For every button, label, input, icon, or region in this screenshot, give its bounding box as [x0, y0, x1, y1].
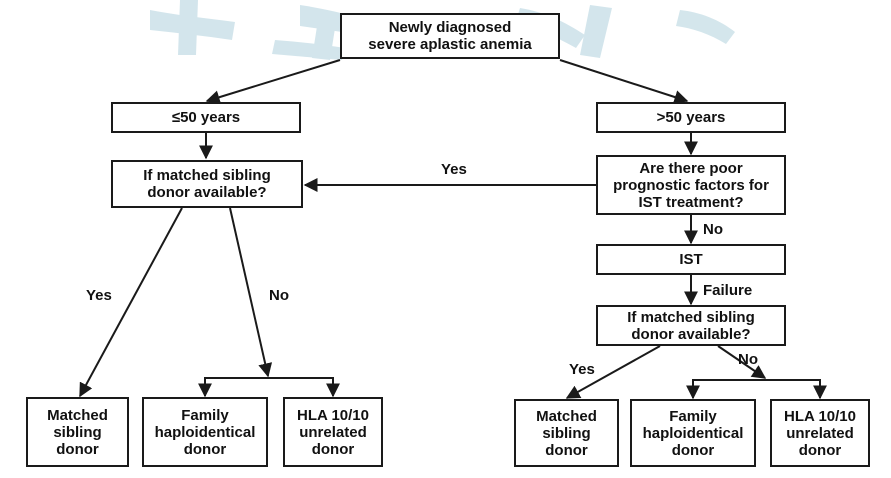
node-poor-prognostic-q-text: Are there poor prognostic factors for IS…	[613, 159, 769, 211]
node-right-unrelated-text: HLA 10/10 unrelated donor	[784, 407, 856, 459]
node-sibling-q-left: If matched sibling donor available?	[111, 160, 303, 208]
label-left-yes: Yes	[86, 287, 112, 304]
label-right-yes: Yes	[569, 361, 595, 378]
node-right-haplo: Family haploidentical donor	[630, 399, 756, 467]
bracket-right	[692, 379, 821, 398]
node-right-haplo-text: Family haploidentical donor	[642, 407, 744, 459]
node-age-le50-text: ≤50 years	[171, 109, 241, 126]
node-left-unrelated: HLA 10/10 unrelated donor	[283, 397, 383, 467]
node-age-gt50-text: >50 years	[656, 109, 726, 126]
edge-root-to-le50	[205, 59, 341, 104]
node-ist-text: IST	[679, 251, 703, 268]
edge-root-to-gt50	[559, 59, 689, 104]
edge-right-yes	[565, 345, 661, 399]
label-prognostic-no: No	[703, 221, 723, 238]
label-ist-failure: Failure	[703, 282, 753, 299]
node-sibling-q-right: If matched sibling donor available?	[596, 305, 786, 346]
node-left-matched: Matched sibling donor	[26, 397, 129, 467]
node-left-haplo-text: Family haploidentical donor	[154, 406, 256, 458]
label-prognostic-yes: Yes	[441, 161, 467, 178]
node-sibling-q-left-text: If matched sibling donor available?	[143, 167, 271, 201]
node-left-haplo: Family haploidentical donor	[142, 397, 268, 467]
label-right-no: No	[738, 351, 758, 368]
node-right-unrelated: HLA 10/10 unrelated donor	[770, 399, 870, 467]
edge-right-no	[717, 345, 767, 379]
edge-left-yes	[79, 207, 183, 398]
edge-left-no	[229, 207, 273, 378]
node-ist: IST	[596, 244, 786, 275]
node-left-unrelated-text: HLA 10/10 unrelated donor	[297, 406, 369, 458]
node-right-matched: Matched sibling donor	[514, 399, 619, 467]
node-age-gt50: >50 years	[596, 102, 786, 133]
label-left-no: No	[269, 287, 289, 304]
bracket-left	[204, 377, 334, 396]
node-age-le50: ≤50 years	[111, 102, 301, 133]
node-right-matched-text: Matched sibling donor	[536, 407, 597, 459]
node-sibling-q-right-text: If matched sibling donor available?	[627, 308, 755, 343]
node-root-text: Newly diagnosed severe aplastic anemia	[368, 19, 532, 53]
node-poor-prognostic-q: Are there poor prognostic factors for IS…	[596, 155, 786, 215]
node-root: Newly diagnosed severe aplastic anemia	[340, 13, 560, 59]
node-left-matched-text: Matched sibling donor	[47, 406, 108, 458]
